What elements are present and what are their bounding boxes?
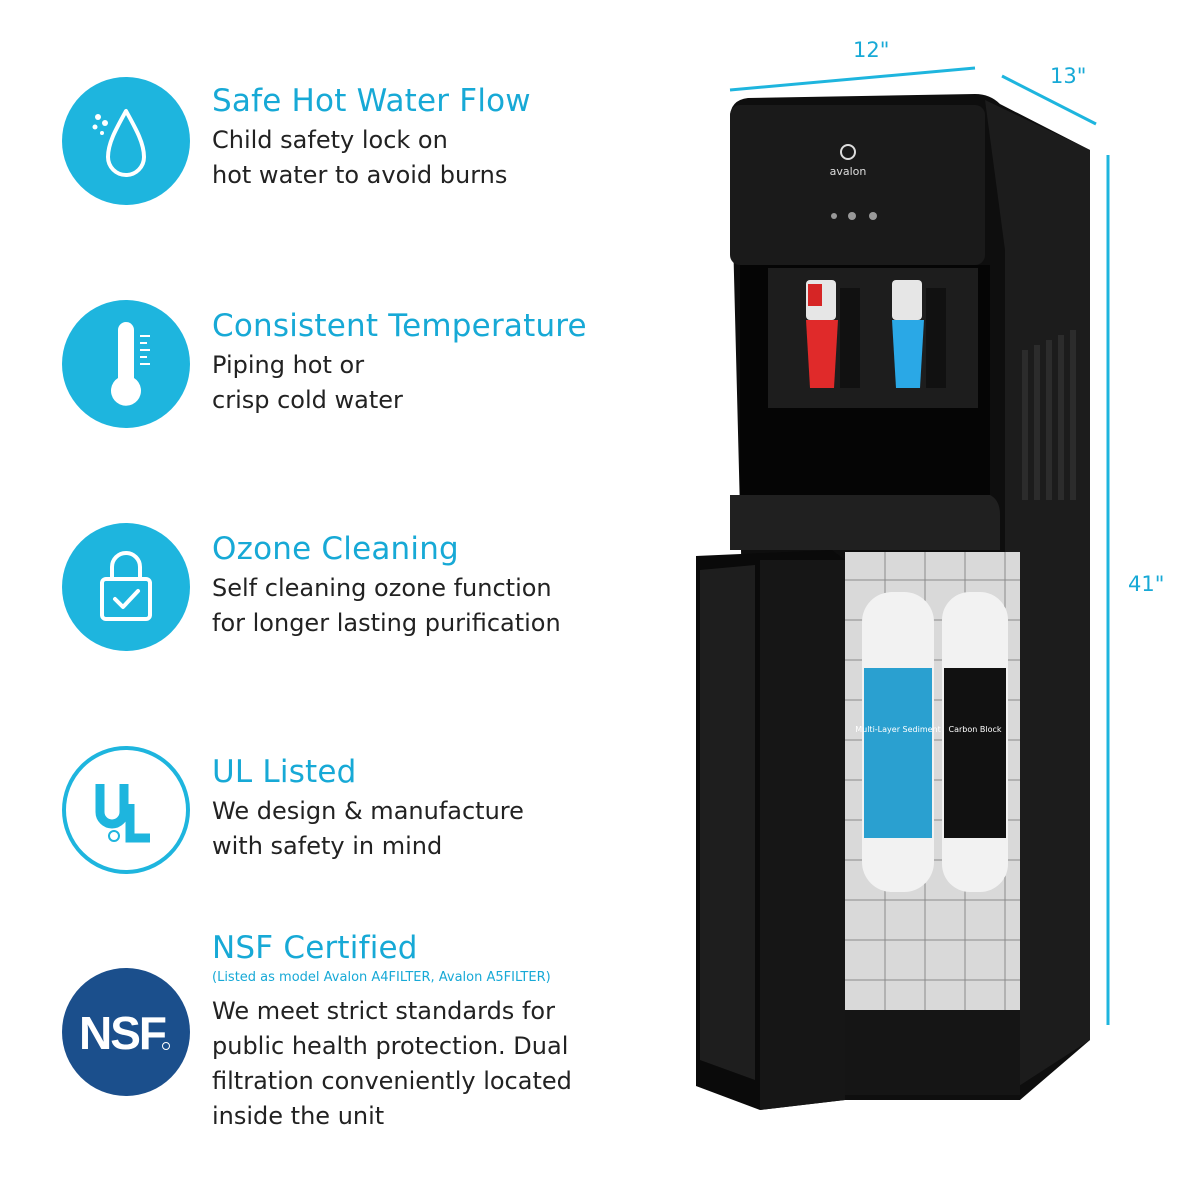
ul-logo-icon <box>62 746 190 874</box>
filter2-label: Carbon Block <box>949 725 1002 734</box>
feature-title: Safe Hot Water Flow <box>212 83 531 119</box>
feature-title: Ozone Cleaning <box>212 531 459 567</box>
thermometer-icon <box>62 300 190 428</box>
feature-consistent-temperature: Consistent Temperature Piping hot or cri… <box>62 300 682 440</box>
feature-description: Self cleaning ozone function for longer … <box>212 574 561 637</box>
feature-ul-listed: UL Listed We design & manufacture with s… <box>62 746 682 886</box>
feature-nsf-certified: NSF NSF Certified (Listed as model Avalo… <box>62 930 682 1140</box>
dimension-width-label: 12" <box>853 38 890 62</box>
nsf-logo-icon: NSF <box>62 968 190 1096</box>
dimension-height-label: 41" <box>1128 572 1165 596</box>
feature-description: We meet strict standards for public heal… <box>212 997 572 1130</box>
filter1-label: Multi-Layer Sediment <box>855 725 941 734</box>
padlock-check-icon <box>62 523 190 651</box>
water-drop-icon <box>62 77 190 205</box>
feature-description: We design & manufacture with safety in m… <box>212 797 524 860</box>
feature-title: Consistent Temperature <box>212 308 587 344</box>
water-dispenser-image: avalon Multi-Layer Sediment Carbon Block <box>696 66 1110 1110</box>
nsf-logo-text: NSF <box>79 1007 166 1059</box>
dimension-depth-label: 13" <box>1050 64 1087 88</box>
feature-description: Piping hot or crisp cold water <box>212 351 403 414</box>
brand-text: avalon <box>830 165 867 178</box>
feature-title: UL Listed <box>212 754 357 790</box>
feature-safe-hot-water: Safe Hot Water Flow Child safety lock on… <box>62 77 682 217</box>
feature-subtitle: (Listed as model Avalon A4FILTER, Avalon… <box>212 970 551 985</box>
feature-ozone-cleaning: Ozone Cleaning Self cleaning ozone funct… <box>62 523 682 663</box>
feature-title: NSF Certified <box>212 930 418 966</box>
feature-description: Child safety lock on hot water to avoid … <box>212 126 508 189</box>
